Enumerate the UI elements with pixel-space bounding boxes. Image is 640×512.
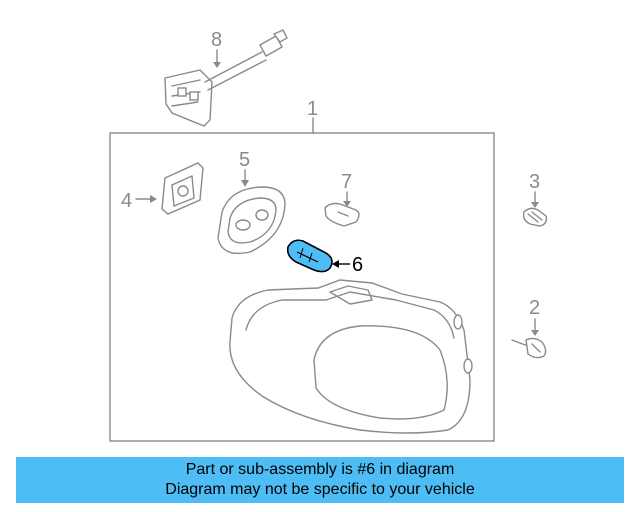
callout-arrow-2: [531, 330, 539, 336]
callout-arrow-5: [241, 180, 249, 187]
callout-label-8[interactable]: 8: [211, 29, 222, 51]
part-6-bulb-highlighted[interactable]: [286, 239, 333, 273]
callout-label-6[interactable]: 6: [352, 254, 363, 276]
part-5-socket[interactable]: [217, 186, 286, 255]
callout-arrow-8: [213, 62, 221, 68]
part-2-bolt[interactable]: [511, 337, 547, 359]
part-8-wiring-harness[interactable]: [164, 29, 288, 127]
part-7-bulb[interactable]: [324, 202, 360, 227]
callout-arrow-4: [150, 195, 157, 203]
callout-label-5[interactable]: 5: [239, 149, 250, 171]
caption-line-1: Part or sub-assembly is #6 in diagram: [185, 461, 455, 478]
callout-arrow-6: [332, 260, 339, 268]
callout-label-2[interactable]: 2: [529, 297, 540, 319]
caption-line-2: Diagram may not be specific to your vehi…: [165, 481, 475, 498]
part-1-lamp-lens[interactable]: [229, 279, 473, 434]
callout-arrow-3: [531, 202, 539, 208]
parts-diagram: 1 8 4 5 7 6: [109, 29, 548, 442]
callout-arrow-7: [343, 201, 351, 207]
callout-label-3[interactable]: 3: [529, 171, 540, 193]
caption-bar: Part or sub-assembly is #6 in diagram Di…: [16, 457, 624, 503]
part-4-gasket[interactable]: [161, 162, 204, 215]
callout-label-4[interactable]: 4: [121, 190, 132, 212]
assembly-frame: [109, 132, 495, 442]
part-3-screw[interactable]: [522, 207, 548, 227]
callout-label-1[interactable]: 1: [307, 98, 318, 120]
callout-label-7[interactable]: 7: [341, 171, 352, 193]
